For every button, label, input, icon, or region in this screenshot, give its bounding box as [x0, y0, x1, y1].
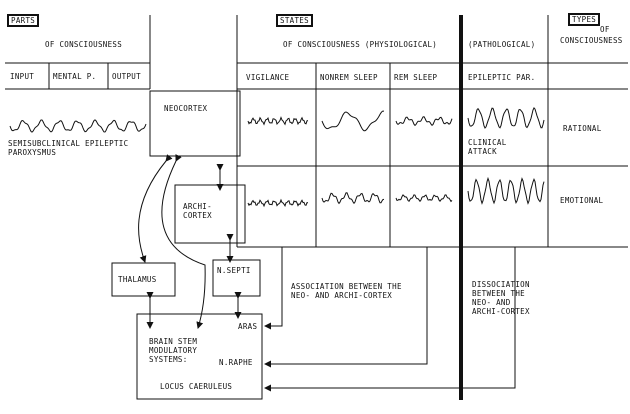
eeg-rem-rational [395, 116, 453, 127]
locus-label: LOCUS CAERULEUS [160, 382, 233, 391]
nsepti-label: N.SEPTI [217, 266, 251, 275]
eeg-epileptic-rational [467, 106, 545, 129]
neocortex-brainstem-curve [161, 154, 206, 329]
column-rem: REM SLEEP [394, 73, 438, 82]
type-emotional: EMOTIONAL [560, 196, 604, 205]
nraphe-label: N.RAPHE [219, 358, 253, 367]
neocortex-thalamus-curve [138, 154, 173, 263]
eeg-nonrem-emotional [321, 192, 385, 205]
clinical-attack-label: CLINICAL ATTACK [468, 138, 507, 156]
association-line [264, 247, 283, 330]
column-vigilance: VIGILANCE [246, 73, 290, 82]
parts-column-mental: MENTAL P. [53, 72, 97, 81]
semisubclinical-label: SEMISUBCLINICAL EPILEPTIC PAROXYSMUS [8, 139, 129, 157]
dissociation-line [264, 247, 516, 392]
type-rational: RATIONAL [563, 124, 602, 133]
neocortex-box [149, 90, 241, 157]
parts-title: PARTS [7, 14, 40, 27]
brainstem-label: BRAIN STEM MODULATORY SYSTEMS: [149, 337, 198, 364]
pathological-label: (PATHOLOGICAL) [468, 40, 536, 49]
eeg-nonrem-rational [321, 110, 385, 132]
rem-feedback-line [264, 247, 428, 368]
eeg-vigilance-rational [247, 116, 309, 126]
archicortex-label: ARCHI- CORTEX [183, 202, 212, 220]
states-subtitle: OF CONSCIOUSNESS (PHYSIOLOGICAL) [283, 40, 438, 49]
parts-subtitle: OF CONSCIOUSNESS [45, 40, 123, 49]
column-nonrem: NONREM SLEEP [320, 73, 378, 82]
parts-column-input: INPUT [10, 72, 35, 81]
eeg-semisubclinical [9, 119, 147, 133]
types-subtitle-of: OF [600, 25, 610, 34]
neocortex-label: NEOCORTEX [164, 104, 208, 113]
association-label: ASSOCIATION BETWEEN THE NEO- AND ARCHI-C… [291, 282, 402, 300]
types-subtitle-consciousness: CONSCIOUSNESS [560, 36, 623, 45]
parts-column-output: OUTPUT [112, 72, 141, 81]
column-epileptic: EPILEPTIC PAR. [468, 73, 536, 82]
types-title: TYPES [568, 13, 601, 26]
eeg-epileptic-emotional [467, 176, 545, 205]
thalamus-label: THALAMUS [118, 275, 157, 284]
dissociation-label: DISSOCIATION BETWEEN THE NEO- AND ARCHI-… [472, 280, 530, 316]
archicortex-box [174, 184, 246, 244]
eeg-rem-emotional [395, 194, 453, 203]
states-title: STATES [276, 14, 313, 27]
eeg-vigilance-emotional [247, 198, 309, 208]
aras-label: ARAS [238, 322, 258, 331]
thalamus-box [111, 262, 176, 297]
